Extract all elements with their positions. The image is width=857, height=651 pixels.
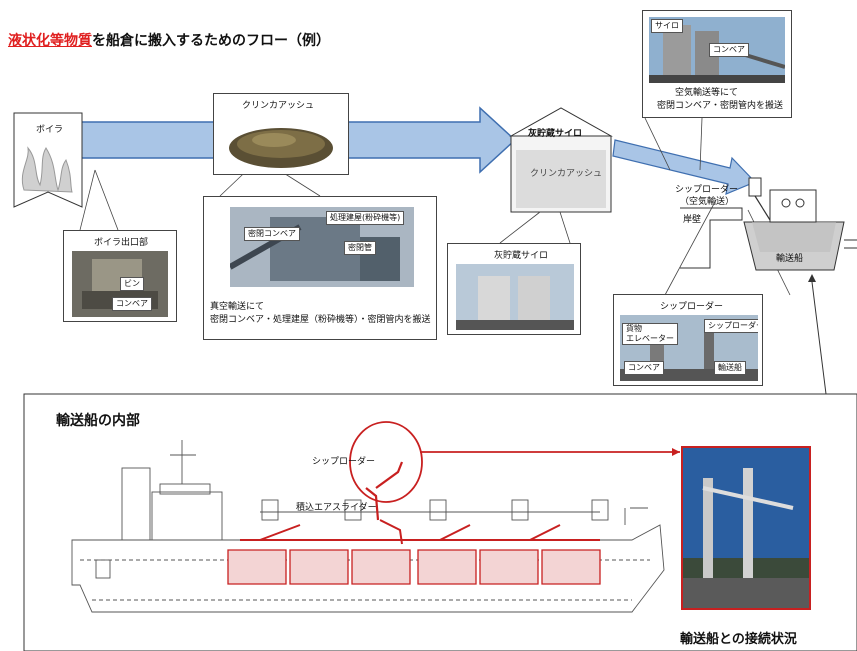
vacuum-caption-2: 密閉コンベア・処理建屋（粉砕機等）・密閉管内を搬送 [210, 315, 431, 325]
tag-conveyor: コンベア [112, 297, 152, 311]
shiploader-note-2: （空気輸送） [680, 197, 735, 207]
vacuum-transport-photo: 密閉コンベア 処理建屋(粉砕機等) 密閉管 [230, 207, 414, 287]
title-rest: を船倉に搬入するためのフロー（例） [92, 33, 330, 49]
tag-sealed-pipe: 密閉管 [344, 241, 376, 255]
cargo-holds [227, 549, 601, 585]
quay-line [680, 207, 743, 269]
loader-highlight-circle [349, 421, 423, 503]
tag-cargo-elevator-2: エレベーター [626, 334, 674, 343]
boiler-outlet-card: ボイラ出口部 ビン コンベア [63, 230, 177, 322]
interior-label-shiploader: シップローダー [312, 457, 376, 467]
air-slider-pipes [240, 519, 600, 545]
silo-ash-fill [516, 150, 606, 208]
vacuum-transport-card: 密閉コンベア 処理建屋(粉砕機等) 密閉管 真空輸送にて 密閉コンベア・処理建屋… [203, 196, 437, 340]
tag-transport-ship: 輸送船 [714, 361, 746, 375]
boiler-outlet-label: ボイラ出口部 [94, 238, 149, 248]
ship-label: 輸送船 [776, 254, 804, 264]
tag-loader-conveyor: コンベア [624, 361, 664, 375]
boiler-label: ボイラ [36, 125, 64, 135]
vacuum-caption-1: 真空輸送にて [210, 302, 265, 312]
clinker-photo [224, 116, 338, 170]
air-caption-1: 空気輸送等にて [675, 88, 739, 98]
air-transport-card: サイロ コンベア 空気輸送等にて 密閉コンベア・密閉管内を搬送 [642, 10, 792, 118]
tag-shiploader: シップローダー [704, 319, 758, 333]
tag-bin: ビン [120, 277, 144, 291]
ship-bridge [769, 189, 817, 223]
connection-photo [681, 446, 811, 610]
silo-photo [456, 264, 574, 330]
flow-arrow-ship [612, 139, 757, 195]
air-caption-2: 密閉コンベア・密閉管内を搬送 [657, 101, 784, 111]
tag-air-conveyor: コンベア [709, 43, 749, 57]
interior-title: 輸送船の内部 [56, 413, 140, 429]
tag-sealed-conveyor: 密閉コンベア [244, 227, 300, 241]
shiploader-arm [365, 461, 404, 521]
silo-label: 灰貯蔵サイロ [528, 129, 583, 139]
tag-cargo-elevator: 貨物エレベーター [622, 323, 678, 345]
clinker-card: クリンカアッシュ [213, 93, 349, 175]
ship-interior-drawing [71, 440, 665, 613]
interior-label-air-slider: 積込エアスライダー [296, 503, 377, 513]
silo-photo-label: 灰貯蔵サイロ [494, 251, 549, 261]
title-highlight: 液状化等物質 [8, 33, 92, 49]
silo-inner-label: クリンカアッシュ [530, 169, 603, 179]
tag-cargo-elevator-1: 貨物 [626, 324, 642, 333]
connection-caption: 輸送船との接続状況 [680, 632, 797, 647]
clinker-label: クリンカアッシュ [242, 101, 315, 111]
tag-silo: サイロ [651, 19, 683, 33]
shiploader-photo-label: シップローダー [660, 302, 724, 312]
flame-icon [21, 146, 73, 193]
air-transport-photo: サイロ コンベア [649, 17, 785, 83]
quay-label: 岸壁 [683, 215, 702, 225]
silo-photo-card: 灰貯蔵サイロ [447, 243, 581, 335]
boiler-outlet-photo: ビン コンベア [72, 251, 168, 317]
page-title: 液状化等物質を船倉に搬入するためのフロー（例） [8, 30, 330, 50]
tag-processing-building: 処理建屋(粉砕機等) [326, 211, 405, 225]
shiploader-note-1: シップローダー [675, 185, 739, 195]
